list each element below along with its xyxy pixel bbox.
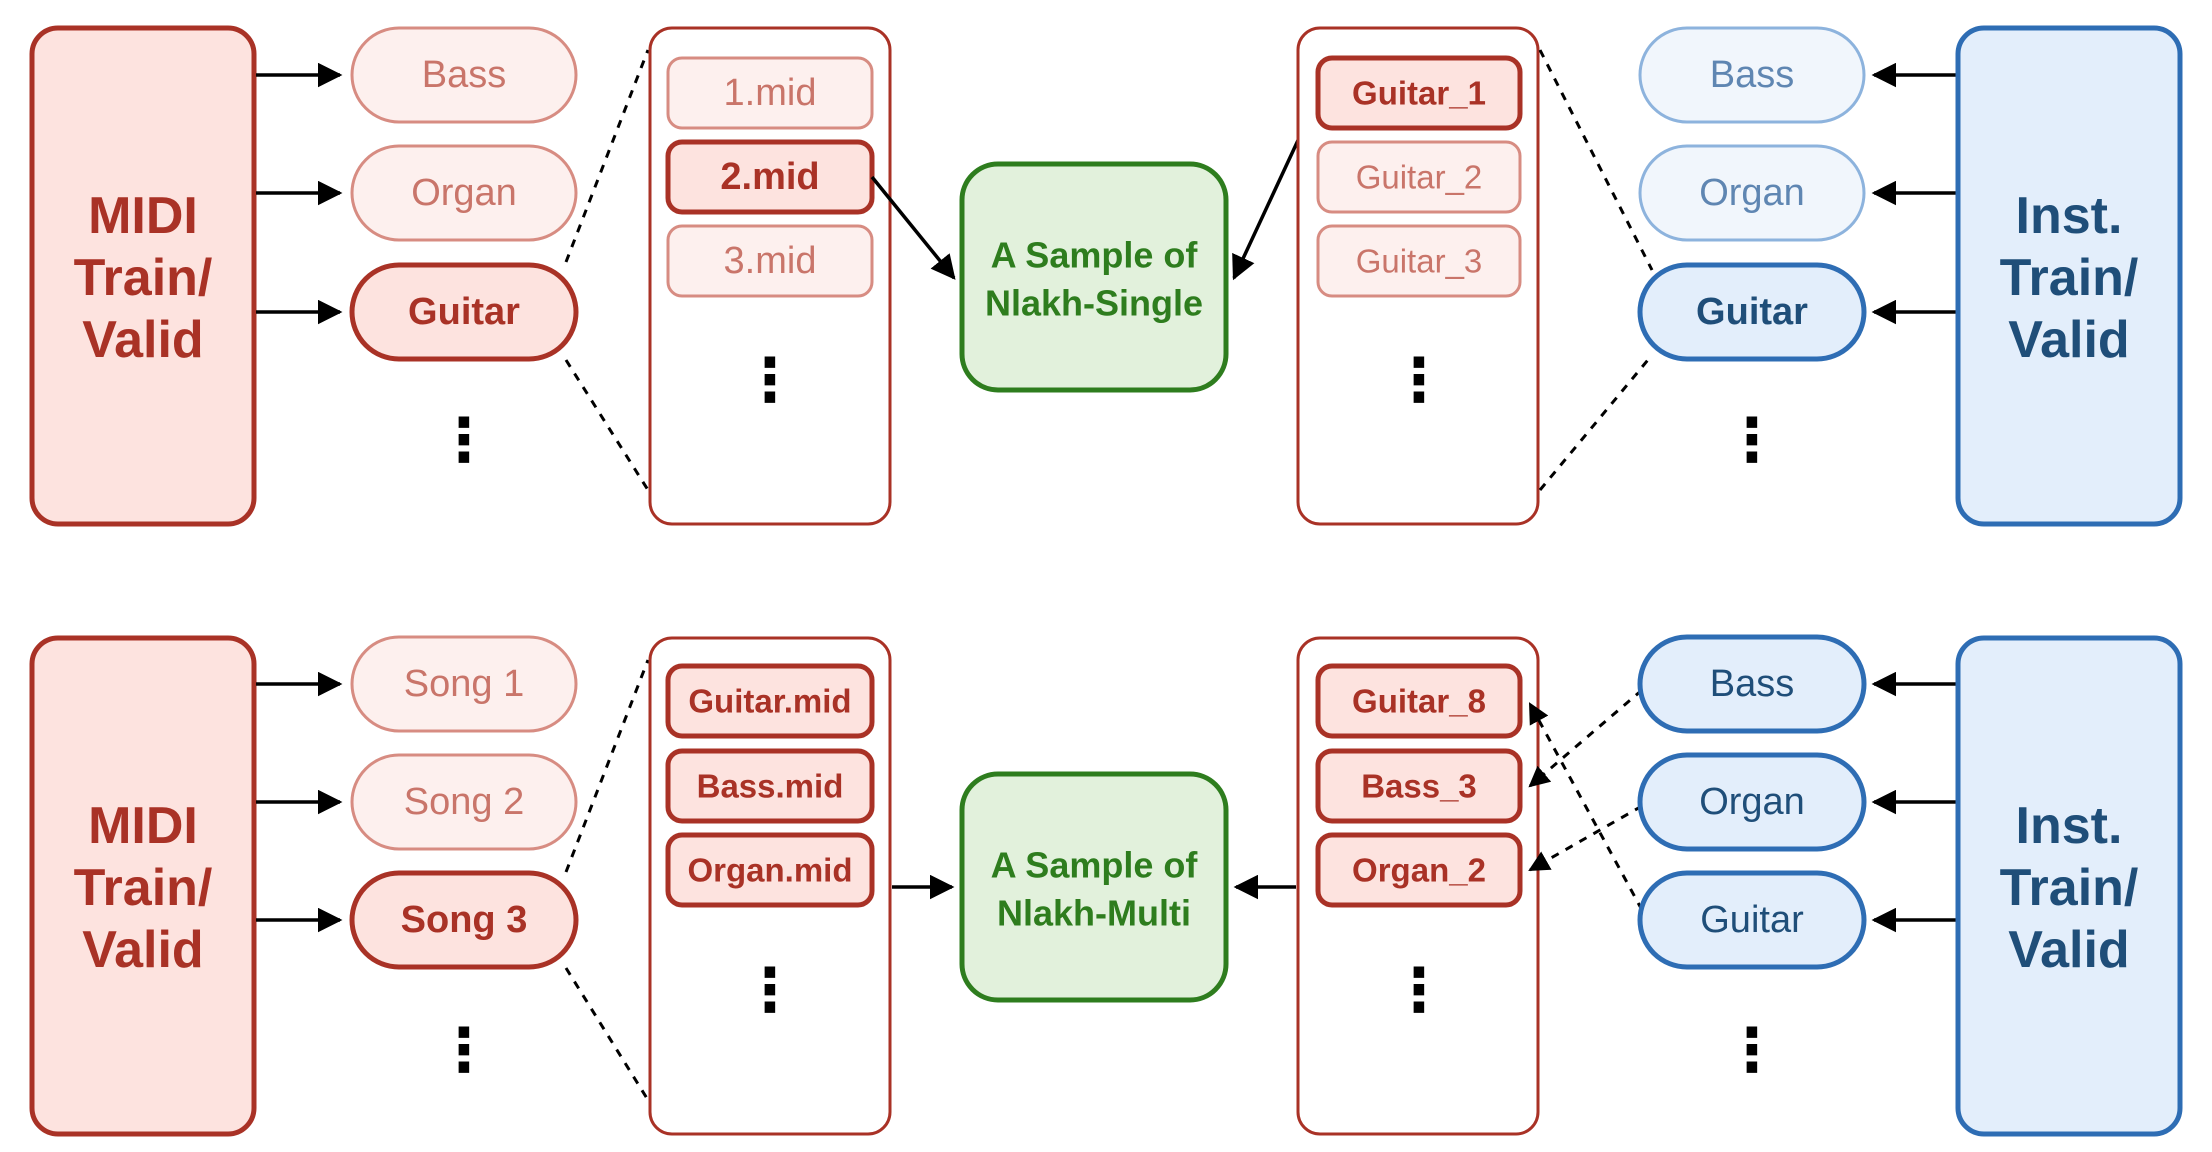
bottom-inst-source-line2: Train/: [2000, 859, 2139, 917]
bottom-midi-file-guitar: [665, 663, 875, 739]
bottom-inst-category-guitar: [1637, 870, 1867, 970]
bottom-dashed-organ-to-organ2: [1528, 804, 1643, 872]
top-midi-file-2-label: 2.mid: [720, 156, 819, 198]
bottom-song-2-label: Song 2: [404, 781, 524, 823]
bottom-inst-sample-guitar-label: Guitar_8: [1352, 683, 1486, 720]
top-inst-category-bass-label: Bass: [1710, 54, 1794, 96]
bottom-midi-file-organ-label: Organ.mid: [687, 852, 852, 889]
bottom-midi-source-line2: Train/: [74, 859, 213, 917]
top-midi-category-guitar-selected: [349, 262, 579, 362]
top-midi-source-line2: Train/: [74, 249, 213, 307]
bottom-inst-category-organ: [1637, 752, 1867, 852]
bottom-song-3-selected: [349, 870, 579, 970]
top-midi-source-line1: MIDI: [88, 187, 198, 245]
bottom-inst-sample-bass-label: Bass_3: [1361, 768, 1477, 805]
top-zoom-line-upper: [564, 49, 650, 263]
top-inst-category-organ-label: Organ: [1699, 172, 1805, 214]
bottom-row: MIDI Train/ Valid Song 1 Song 2 Song 3 ⋮…: [29, 634, 2183, 1137]
bottom-song-3-label: Song 3: [401, 899, 528, 941]
top-row: MIDI Train/ Valid Bass Organ Guitar ⋮ 1.…: [29, 25, 2183, 527]
bottom-song-ellipsis: ⋮: [434, 1017, 494, 1084]
top-midi-files-ellipsis: ⋮: [740, 347, 800, 414]
top-inst-sample-3-label: Guitar_3: [1356, 243, 1483, 280]
top-midi-file-1: [666, 56, 874, 130]
top-inst-source-line2: Train/: [2000, 249, 2139, 307]
top-midi-file-1-label: 1.mid: [724, 72, 817, 114]
bottom-inst-category-organ-label: Organ: [1699, 781, 1805, 823]
bottom-inst-source-line3: Valid: [2008, 921, 2129, 979]
top-inst-sample-1-label: Guitar_1: [1352, 75, 1486, 112]
top-inst-sample-2: [1316, 140, 1522, 214]
top-midi-category-bass: [350, 26, 578, 124]
top-inst-source-box: [1955, 25, 2183, 527]
bottom-inst-sample-organ-label: Organ_2: [1352, 852, 1486, 889]
bottom-dashed-guitar-to-guitar8: [1528, 702, 1644, 911]
bottom-zoom-line-lower: [564, 967, 650, 1101]
bottom-inst-category-guitar-label: Guitar: [1700, 899, 1804, 941]
bottom-midi-file-guitar-label: Guitar.mid: [688, 683, 851, 720]
bottom-midi-file-bass-label: Bass.mid: [697, 768, 844, 805]
top-zoom-line-lower: [564, 359, 650, 491]
top-midi-file-3-label: 3.mid: [724, 240, 817, 282]
bottom-song-1: [350, 635, 578, 733]
bottom-midi-source-line1: MIDI: [88, 797, 198, 855]
bottom-inst-sample-organ: [1315, 832, 1523, 908]
top-midi-category-ellipsis: ⋮: [434, 407, 494, 474]
bottom-midi-file-organ: [665, 832, 875, 908]
bottom-song-2: [350, 753, 578, 851]
top-inst-category-guitar-selected: [1637, 262, 1867, 362]
top-inst-zoom-line-lower: [1538, 354, 1654, 491]
bottom-sample-line1: A Sample of: [991, 845, 1199, 886]
top-midi-category-bass-label: Bass: [422, 54, 506, 96]
top-midi-source-box: [29, 25, 257, 527]
top-inst-samples-ellipsis: ⋮: [1389, 347, 1449, 414]
top-inst-sample-2-label: Guitar_2: [1356, 159, 1483, 196]
bottom-midi-source-line3: Valid: [82, 921, 203, 979]
bottom-zoom-line-upper: [564, 659, 650, 873]
bottom-inst-samples-ellipsis: ⋮: [1389, 957, 1449, 1024]
top-sample-line1: A Sample of: [991, 235, 1199, 276]
bottom-inst-sample-guitar: [1315, 663, 1523, 739]
top-midi-category-organ: [350, 144, 578, 242]
top-inst-source-line1: Inst.: [2016, 187, 2123, 245]
bottom-midi-source-box: [29, 635, 257, 1137]
top-sample-box: [959, 161, 1229, 393]
top-midi-file-3: [666, 224, 874, 298]
bottom-inst-source-box: [1955, 635, 2183, 1137]
bottom-song-1-label: Song 1: [404, 663, 524, 705]
top-inst-source-line3: Valid: [2008, 311, 2129, 369]
bottom-sample-line2: Nlakh-Multi: [997, 893, 1191, 934]
bottom-inst-source-line1: Inst.: [2016, 797, 2123, 855]
top-inst-zoom-line-upper: [1538, 49, 1654, 271]
top-arrow-file-to-sample: [870, 175, 956, 280]
top-inst-sample-1-selected: [1315, 55, 1523, 131]
top-midi-category-guitar-label: Guitar: [408, 291, 520, 333]
top-inst-category-guitar-label: Guitar: [1696, 291, 1808, 333]
top-inst-sample-3: [1316, 224, 1522, 298]
top-midi-source-line3: Valid: [82, 311, 203, 369]
top-sample-line2: Nlakh-Single: [985, 283, 1203, 324]
top-inst-category-bass: [1638, 26, 1866, 124]
bottom-midi-file-bass: [665, 748, 875, 824]
top-inst-category-organ: [1638, 144, 1866, 242]
bottom-inst-category-bass: [1637, 634, 1867, 734]
top-inst-category-ellipsis: ⋮: [1722, 407, 1782, 474]
bottom-midi-files-ellipsis: ⋮: [740, 957, 800, 1024]
bottom-inst-category-ellipsis: ⋮: [1722, 1017, 1782, 1084]
top-midi-category-organ-label: Organ: [411, 172, 517, 214]
bottom-sample-box: [959, 771, 1229, 1003]
bottom-inst-category-bass-label: Bass: [1710, 663, 1794, 705]
bottom-inst-sample-bass: [1315, 748, 1523, 824]
